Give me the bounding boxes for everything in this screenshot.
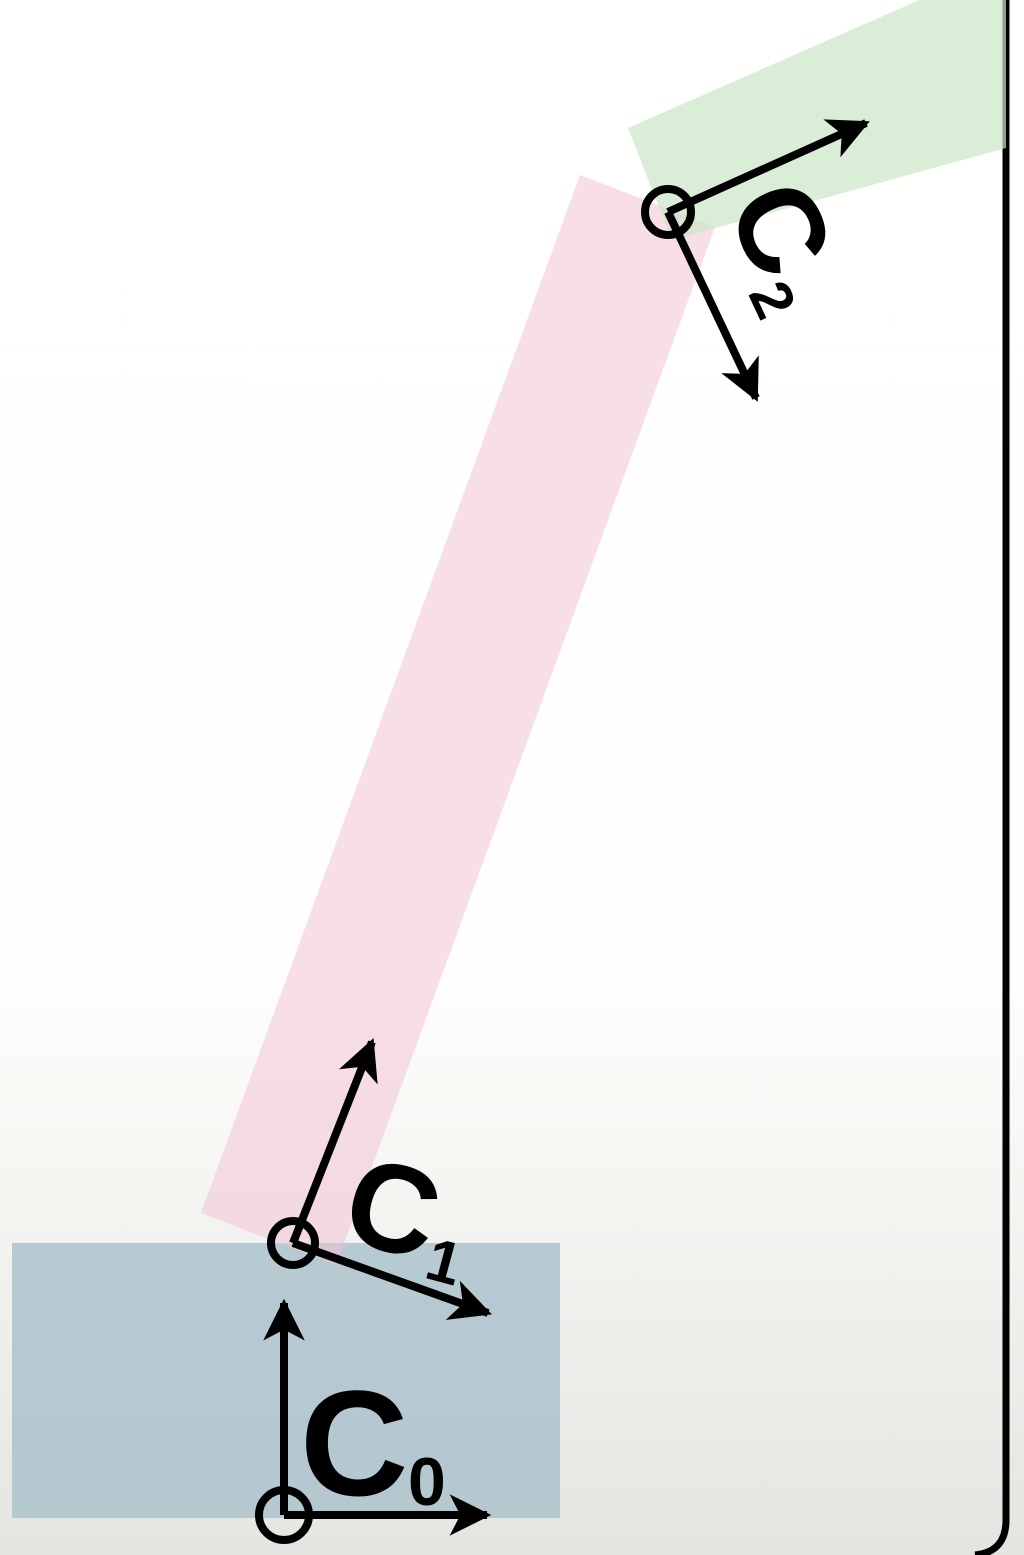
frame-c1-y-axis-arrow (289, 1038, 378, 1245)
link-1 (201, 175, 715, 1265)
right-border-line (974, 0, 1010, 1555)
frame-c2-y-axis-arrow (664, 210, 760, 402)
frame-c0-label: C (300, 1359, 408, 1527)
frame-c2: C 2 (641, 119, 870, 402)
frame-c0-origin-circle (255, 1486, 313, 1544)
frame-c1-origin-circle (267, 1217, 319, 1269)
frame-c2-x-axis-arrow (666, 119, 870, 216)
frame-c0: C 0 (255, 1298, 492, 1544)
link-2 (628, 0, 1006, 240)
frame-c0-subscript: 0 (408, 1444, 446, 1520)
frame-c2-origin-circle (641, 185, 695, 239)
frame-c1-x-axis-arrow (291, 1239, 492, 1320)
